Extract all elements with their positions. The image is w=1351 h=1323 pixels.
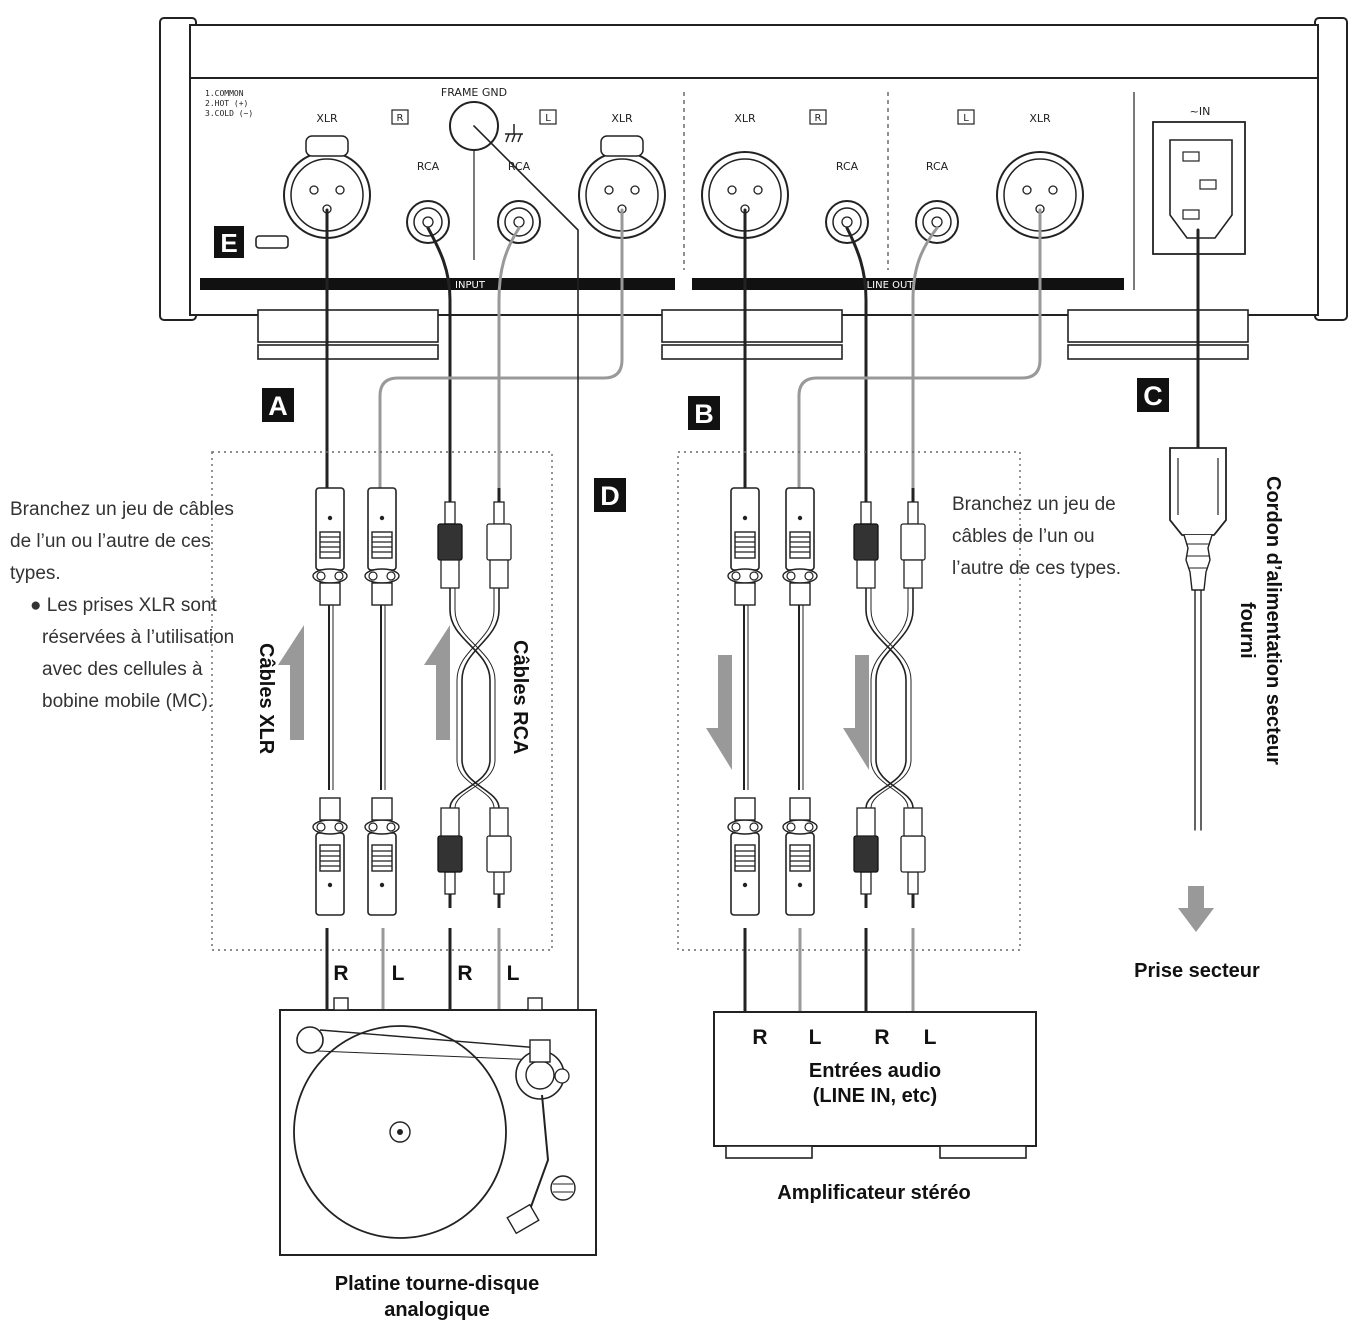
ac-in-label: ~IN xyxy=(1190,105,1211,118)
pin-legend-2: 2.HOT (+) xyxy=(205,99,248,108)
bullet-icon: ● xyxy=(30,595,47,616)
amp-rca-r-marker: R xyxy=(874,1026,889,1049)
pin-legend-1: 1.COMMON xyxy=(205,89,244,98)
turntable-caption-line2: analogique xyxy=(384,1299,490,1321)
left-note-line: types. xyxy=(10,563,61,584)
input-rca-r-label: RCA xyxy=(417,160,440,173)
amp-rca-l-marker: L xyxy=(924,1026,937,1049)
right-note-line: câbles de l’un ou xyxy=(952,526,1095,547)
arrow-up-icon xyxy=(424,625,450,740)
cables xyxy=(325,125,1202,1011)
input-r-mark: R xyxy=(397,113,404,124)
arrow-down-icon xyxy=(706,655,732,770)
right-instruction-note: Branchez un jeu de câbles de l’un ou l’a… xyxy=(952,489,1142,585)
bullet-line: Les prises XLR sont xyxy=(46,595,217,616)
input-xlr-cables xyxy=(312,487,400,916)
callout-a-label: A xyxy=(268,391,288,421)
out-l-mark: L xyxy=(963,113,969,124)
input-rca-l-label: RCA xyxy=(508,160,531,173)
callout-d-label: D xyxy=(600,481,620,511)
bullet-line: avec des cellules à xyxy=(42,659,203,680)
right-note-line: Branchez un jeu de xyxy=(952,494,1116,515)
outlet-caption: Prise secteur xyxy=(1134,960,1260,982)
turntable-xlr-r-marker: R xyxy=(333,962,348,985)
out-xlr-l-label: XLR xyxy=(1029,112,1051,125)
usb-port[interactable] xyxy=(255,235,289,249)
callout-d xyxy=(594,478,626,512)
bullet-line: bobine mobile (MC). xyxy=(42,691,214,712)
amp-xlr-r-marker: R xyxy=(752,1026,767,1049)
stereo-amplifier xyxy=(713,1011,1037,1159)
bullet-line: réservées à l’utilisation xyxy=(42,627,235,648)
right-note-line: l’autre de ces types. xyxy=(952,558,1121,579)
turntable-rca-l-marker: L xyxy=(507,962,520,985)
out-rca-l-jack[interactable] xyxy=(915,200,959,244)
callout-a xyxy=(262,388,294,422)
amp-inputs-line2: (LINE IN, etc) xyxy=(813,1085,937,1107)
line-out-label: LINE OUT xyxy=(867,280,915,291)
amp-xlr-l-marker: L xyxy=(809,1026,822,1049)
out-rca-r-jack[interactable] xyxy=(825,200,869,244)
input-l-mark: L xyxy=(545,113,551,124)
power-cord-label-line2: fourni xyxy=(1236,602,1258,659)
xlr-cables-label: Câbles XLR xyxy=(255,643,277,755)
input-label: INPUT xyxy=(455,280,486,291)
callout-e-label: E xyxy=(220,228,237,258)
left-note-line: Branchez un jeu de câbles xyxy=(10,499,234,520)
input-rca-l-jack[interactable] xyxy=(497,200,541,244)
arrow-down-icon xyxy=(843,655,869,770)
amp-inputs-line1: Entrées audio xyxy=(809,1060,941,1082)
input-rca-cables xyxy=(436,486,513,910)
pin-legend-3: 3.COLD (−) xyxy=(205,109,253,118)
left-note-bullet: ● Les prises XLR sont réservées à l’util… xyxy=(30,590,250,718)
power-plug xyxy=(1169,447,1227,591)
amp-name: Amplificateur stéréo xyxy=(777,1182,970,1204)
callout-c-label: C xyxy=(1143,381,1163,411)
output-rca-cables xyxy=(852,486,927,910)
frame-gnd-label: FRAME GND xyxy=(441,86,507,99)
callout-b xyxy=(688,396,720,430)
power-cord-label-line1: Cordon d’alimentation secteur xyxy=(1262,476,1284,765)
left-instruction-note: Branchez un jeu de câbles de l’un ou l’a… xyxy=(10,494,250,718)
turntable-caption-line1: Platine tourne-disque xyxy=(335,1273,539,1295)
callout-e xyxy=(214,226,244,258)
callout-b-label: B xyxy=(694,399,714,429)
input-rca-r-jack[interactable] xyxy=(406,200,450,244)
left-note-line: de l’un ou l’autre de ces xyxy=(10,531,211,552)
input-label-bar xyxy=(200,278,675,290)
input-xlr-r-label: XLR xyxy=(316,112,338,125)
out-xlr-r-label: XLR xyxy=(734,112,756,125)
rca-cables-label: Câbles RCA xyxy=(509,640,531,754)
arrow-up-icon xyxy=(278,625,304,740)
ground-icon xyxy=(505,124,523,143)
line-out-label-bar xyxy=(692,278,1124,290)
output-xlr-cables xyxy=(727,487,818,916)
rear-panel: INPUT LINE OUT 1.COMMON 2.HOT (+) 3.COLD… xyxy=(159,17,1348,360)
turntable-xlr-l-marker: L xyxy=(392,962,405,985)
turntable xyxy=(279,997,597,1256)
out-rca-l-label: RCA xyxy=(926,160,949,173)
out-rca-r-label: RCA xyxy=(836,160,859,173)
arrow-down-icon xyxy=(1178,886,1214,932)
input-xlr-l-label: XLR xyxy=(611,112,633,125)
out-r-mark: R xyxy=(815,113,822,124)
turntable-rca-r-marker: R xyxy=(457,962,472,985)
callout-c xyxy=(1137,378,1169,412)
